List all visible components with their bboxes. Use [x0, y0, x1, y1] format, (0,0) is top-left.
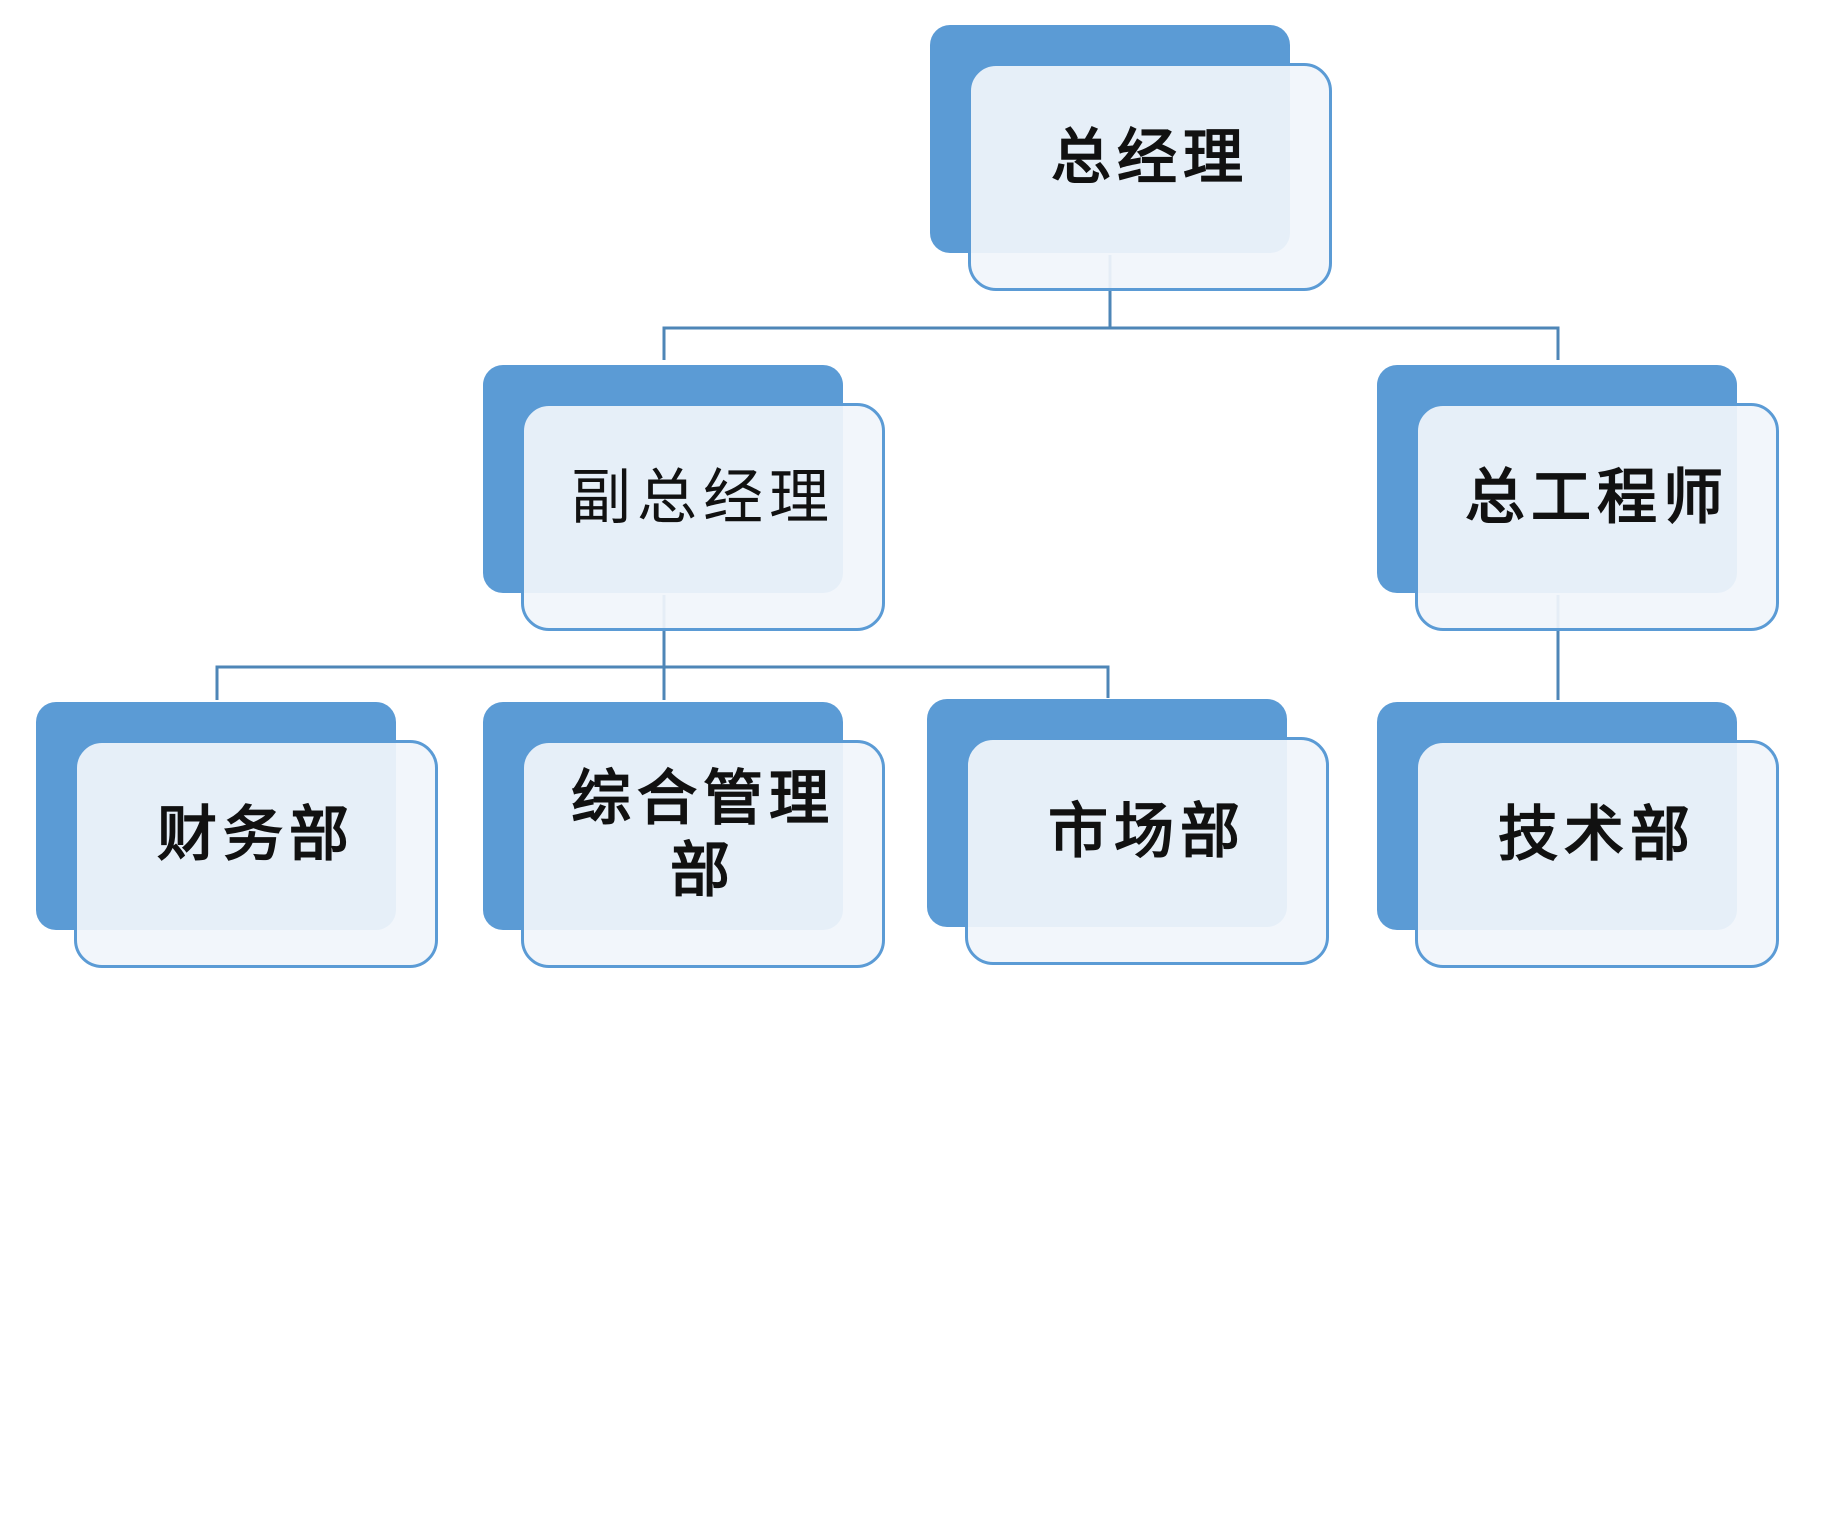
connector-vp-to-marketing [662, 595, 1110, 698]
node-label-general-manager: 总经理 [1051, 123, 1249, 193]
node-panel [1415, 403, 1779, 631]
node-technology-department: 技术部 [1377, 702, 1792, 972]
node-finance-department: 财务部 [36, 702, 451, 972]
node-label-deputy-general-manager: 副总经理 [571, 463, 835, 533]
node-label-technology-department: 技术部 [1498, 800, 1696, 870]
node-label-marketing-department: 市场部 [1048, 797, 1246, 867]
node-panel [968, 63, 1332, 291]
node-chief-engineer: 总工程师 [1377, 365, 1792, 635]
node-label-general-administration-department: 综合管理部 [571, 764, 835, 906]
node-deputy-general-manager: 副总经理 [483, 365, 898, 635]
node-label-finance-department: 财务部 [157, 800, 355, 870]
node-panel [521, 740, 885, 968]
node-panel [521, 403, 885, 631]
connector-ceo-to-chief-engineer [1108, 255, 1560, 360]
node-marketing-department: 市场部 [927, 699, 1342, 969]
node-panel [965, 737, 1329, 965]
node-general-administration-department: 综合管理部 [483, 702, 898, 972]
node-panel [74, 740, 438, 968]
node-general-manager: 总经理 [930, 25, 1345, 295]
node-label-chief-engineer: 总工程师 [1465, 463, 1729, 533]
node-panel [1415, 740, 1779, 968]
